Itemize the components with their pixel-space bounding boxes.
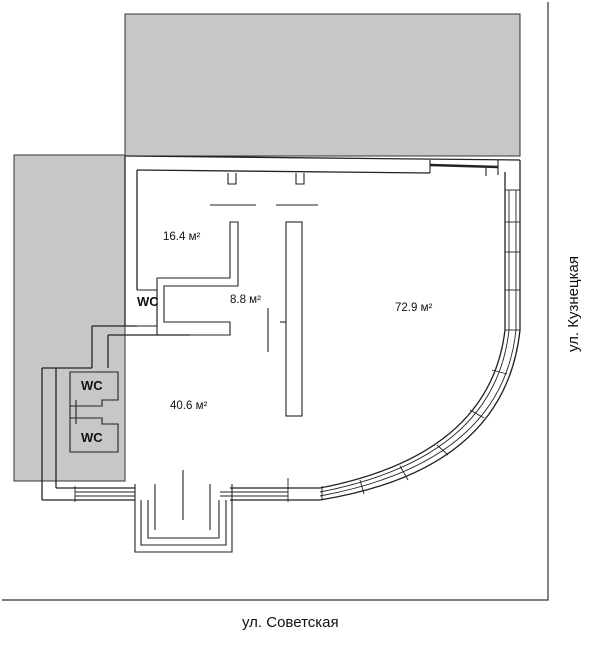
neighbor-building-top [124, 13, 521, 157]
property-boundary [2, 2, 549, 601]
outer-walls [41, 155, 521, 501]
facade-windows [74, 189, 520, 502]
street-label-right: ул. Кузнецкая [565, 256, 582, 352]
wc-label-lower: WC [81, 430, 103, 445]
room-area-72-9: 72.9 м² [395, 302, 432, 314]
entrance-porch [134, 470, 233, 553]
interior-walls [69, 160, 499, 453]
wc-label-upper: WC [137, 294, 159, 309]
room-area-8-8: 8.8 м² [230, 294, 261, 306]
wc-label-middle: WC [81, 378, 103, 393]
room-area-40-6: 40.6 м² [170, 400, 207, 412]
room-area-16-4: 16.4 м² [163, 231, 200, 243]
street-label-bottom: ул. Советская [242, 614, 339, 631]
